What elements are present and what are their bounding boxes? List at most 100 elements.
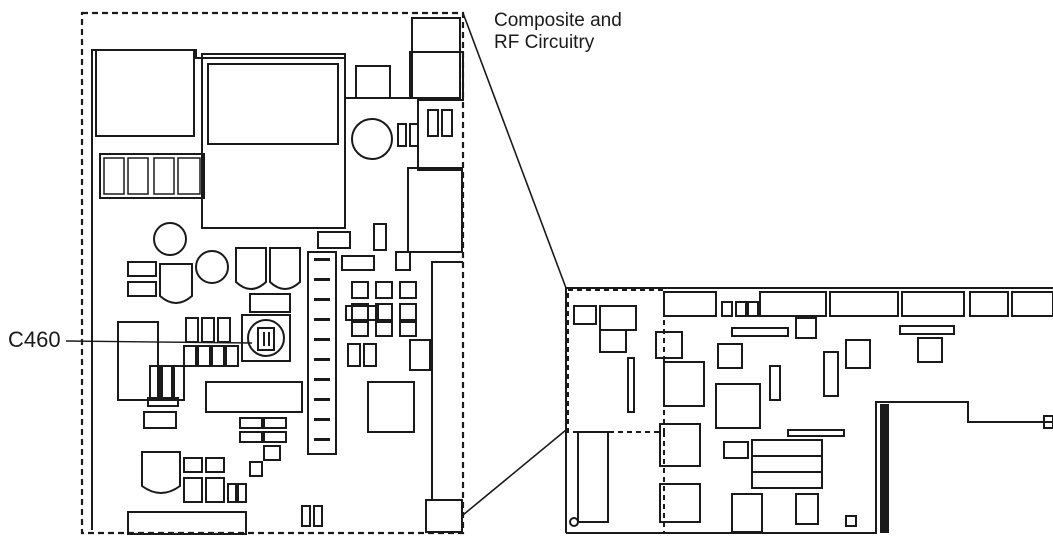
callout-title-line-2: RF Circuitry [494,32,595,53]
overview-connector [969,291,1009,317]
small-part [317,231,351,249]
ic-square [399,303,417,321]
overview-part [795,493,819,525]
callout-line-bottom [462,429,567,516]
overview-part [599,329,627,353]
small-part [143,411,177,429]
overview-part [795,317,817,339]
connector-right [425,499,463,533]
overview-part [1043,415,1053,429]
callout-title: Composite and RF Circuitry [494,10,622,54]
overview-part [627,357,635,413]
overview-highlight [567,289,665,433]
overview-connector [1011,291,1053,317]
c460-capacitor [247,319,285,357]
small-part [147,397,179,407]
small-part [301,505,311,527]
small-part [263,417,287,429]
small-part [201,317,215,343]
small-part [249,461,263,477]
small-part [239,417,263,429]
side-connector [407,167,463,253]
small-part [341,255,375,271]
small-part [205,457,225,473]
small-part [185,317,199,343]
ic-square [351,303,369,321]
fuse [103,157,125,195]
pin-header-mark [314,318,330,321]
board-edge-lower [431,261,463,501]
overview-connector [721,301,733,317]
overview-part [845,515,857,527]
pin-header [307,251,337,455]
board-edge [91,49,464,530]
callout-title-line-1: Composite and [494,10,622,31]
overview-part [769,365,781,401]
top-connector [411,17,461,99]
ic-t401 [367,381,415,433]
fuse [153,157,175,195]
detail-boundary [80,11,465,535]
callout-line-top [462,12,567,289]
c460-lead [268,332,270,346]
small-part [373,223,387,251]
ic-square [399,281,417,299]
small-part [263,445,281,461]
small-part [249,293,291,313]
overview-part [573,305,597,325]
overview-connector [759,291,827,317]
c460-label: C460 [8,327,61,352]
small-part [197,345,211,367]
overview-board-edge [565,287,1053,534]
overview-connector [747,301,759,317]
small-part [347,343,361,367]
small-part [127,261,157,277]
overview-part [717,343,743,369]
ic-square [205,381,303,413]
overview-part [823,351,839,397]
pin-header-mark [314,258,330,261]
small-part [211,345,225,367]
ic-square [351,321,369,337]
small-part [227,483,237,503]
overview-connector [735,301,747,317]
ic-square [375,281,393,299]
overview-part [663,361,705,407]
overview-part [715,383,761,429]
small-part [397,123,407,147]
capacitor-c311 [153,222,187,256]
small-part [345,305,379,321]
overview-connector [901,291,965,317]
pin-header-mark [314,338,330,341]
connector-block [95,49,195,137]
overview-connector [663,291,717,317]
pin-header-mark [314,278,330,281]
small-part [363,343,377,367]
capacitor [195,250,229,284]
small-part [441,109,453,137]
capacitor-c234 [269,247,301,290]
c460-housing [241,314,291,362]
pin-header-mark [314,358,330,361]
overview-part [659,423,701,467]
regulator [117,321,159,401]
capacitor-c721 [141,451,181,494]
overview-part [577,431,609,523]
pin-header-mark [314,438,330,441]
small-part [183,345,197,367]
overview-part [731,493,763,533]
heatsink-bar [880,404,889,533]
overview-connector [829,291,899,317]
overview-part [655,331,683,359]
small-part [205,477,225,503]
overview-part [917,337,943,363]
c460-lead [263,332,265,346]
pin-header-mark [314,398,330,401]
small-part [161,365,173,401]
small-part [427,109,439,137]
overview-part [731,327,789,337]
fuse-block [99,153,205,199]
pin-header-mark [314,418,330,421]
